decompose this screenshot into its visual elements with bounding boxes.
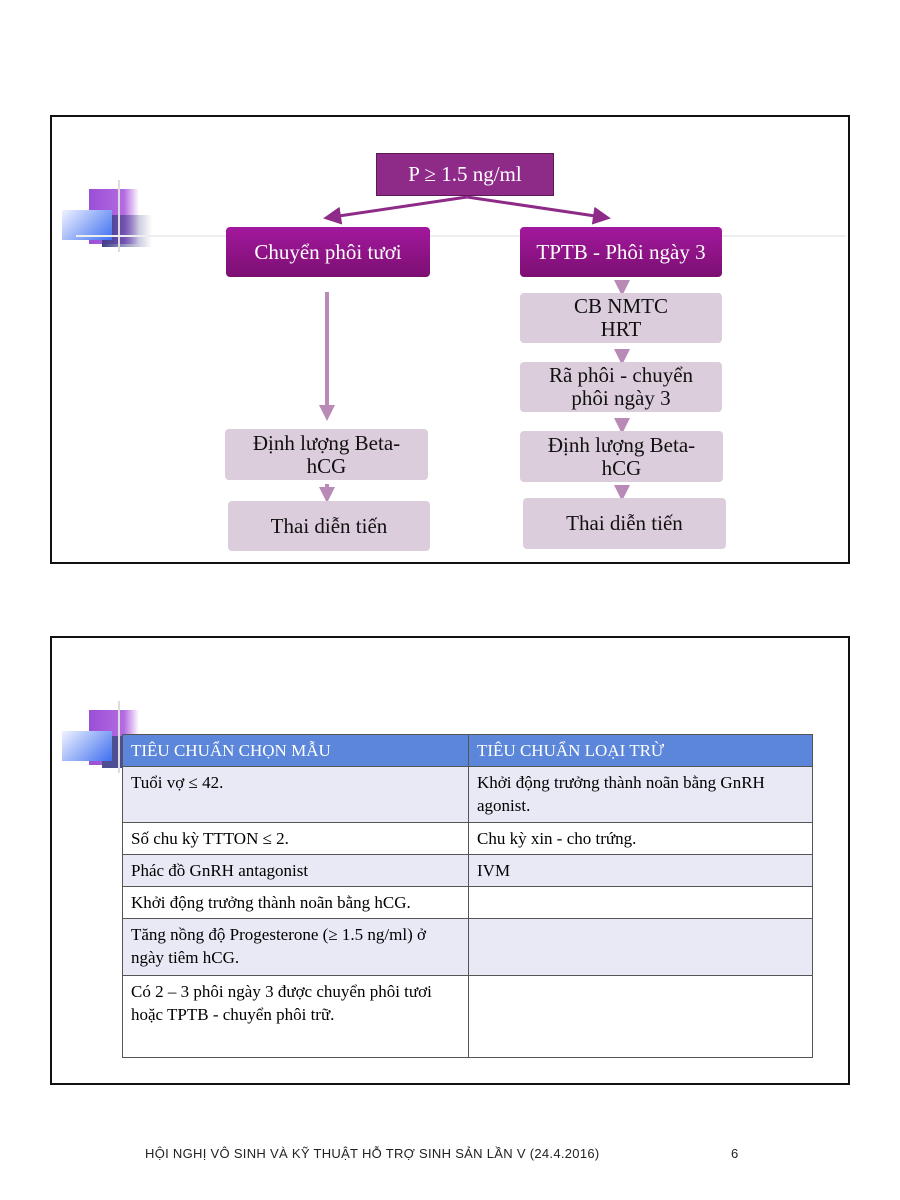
- table-cell: Khởi động trưởng thành noãn bằng hCG.: [122, 886, 469, 919]
- table-row: Khởi động trưởng thành noãn bằng hCG.: [122, 886, 813, 919]
- table-cell: Số chu kỳ TTTON ≤ 2.: [122, 822, 469, 855]
- branch-fresh-transfer: Chuyển phôi tươi: [226, 227, 430, 277]
- slide-criteria-table: TIÊU CHUẨN CHỌN MẪU TIÊU CHUẨN LOẠI TRỪ …: [50, 636, 850, 1085]
- table-cell: Tuổi vợ ≤ 42.: [122, 766, 469, 823]
- table-header-row: TIÊU CHUẨN CHỌN MẪU TIÊU CHUẨN LOẠI TRỪ: [122, 734, 813, 767]
- right-step-ongoing-pregnancy: Thai diễn tiến: [523, 498, 726, 549]
- header-exclusion: TIÊU CHUẨN LOẠI TRỪ: [468, 734, 813, 767]
- table-row: Tăng nồng độ Progesterone (≥ 1.5 ng/ml) …: [122, 918, 813, 976]
- table-cell: Chu kỳ xin - cho trứng.: [468, 822, 813, 855]
- left-step-ongoing-pregnancy: Thai diễn tiến: [228, 501, 430, 551]
- table-cell: [468, 886, 813, 919]
- table-cell: [468, 918, 813, 976]
- table-row: Số chu kỳ TTTON ≤ 2. Chu kỳ xin - cho tr…: [122, 822, 813, 855]
- table-row: Phác đồ GnRH antagonist IVM: [122, 854, 813, 887]
- branch-freeze-all: TPTB - Phôi ngày 3: [520, 227, 722, 277]
- criteria-table: TIÊU CHUẨN CHỌN MẪU TIÊU CHUẨN LOẠI TRỪ …: [122, 734, 813, 1058]
- right-step-thaw-transfer: Rã phôi - chuyển phôi ngày 3: [520, 362, 722, 412]
- table-cell: Khởi động trưởng thành noãn bằng GnRH ag…: [468, 766, 813, 823]
- table-cell: [468, 975, 813, 1058]
- header-inclusion: TIÊU CHUẨN CHỌN MẪU: [122, 734, 469, 767]
- page-number: 6: [731, 1146, 739, 1161]
- table-cell: Tăng nồng độ Progesterone (≥ 1.5 ng/ml) …: [122, 918, 469, 976]
- right-step-beta-hcg: Định lượng Beta-hCG: [520, 431, 723, 482]
- table-row: Có 2 – 3 phôi ngày 3 được chuyển phôi tư…: [122, 975, 813, 1058]
- table-cell: Có 2 – 3 phôi ngày 3 được chuyển phôi tư…: [122, 975, 469, 1058]
- left-step-beta-hcg: Định lượng Beta-hCG: [225, 429, 428, 480]
- right-step-endometrium: CB NMTC HRT: [520, 293, 722, 343]
- flow-arrows: [319, 195, 630, 503]
- footer-conference-title: HỘI NGHỊ VÔ SINH VÀ KỸ THUẬT HỖ TRỢ SINH…: [145, 1146, 600, 1161]
- table-row: Tuổi vợ ≤ 42. Khởi động trưởng thành noã…: [122, 766, 813, 823]
- table-cell: Phác đồ GnRH antagonist: [122, 854, 469, 887]
- table-cell: IVM: [468, 854, 813, 887]
- root-condition-box: P ≥ 1.5 ng/ml: [376, 153, 554, 196]
- slide-flowchart: P ≥ 1.5 ng/ml Chuyển phôi tươi TPTB - Ph…: [50, 115, 850, 564]
